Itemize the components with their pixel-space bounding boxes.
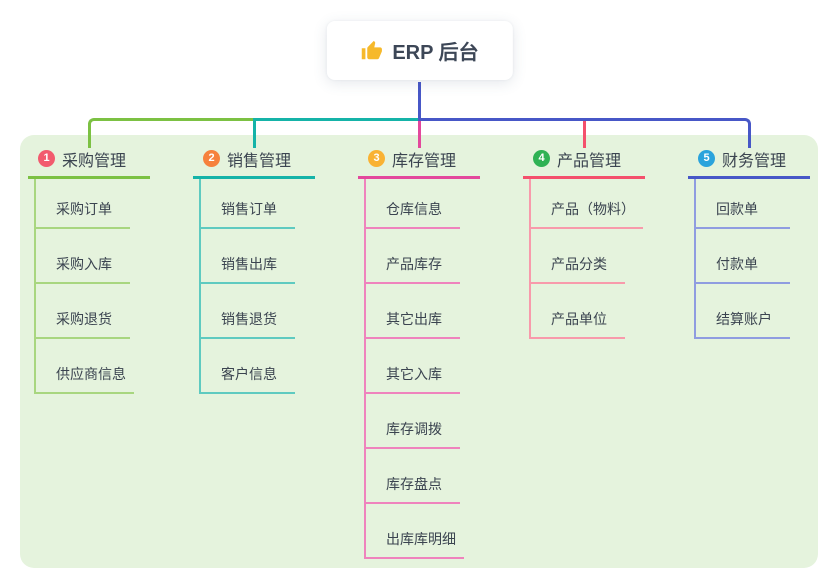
node-label: 供应商信息 — [56, 366, 126, 382]
node-label: 其它入库 — [386, 366, 442, 382]
node-label: 采购入库 — [56, 256, 112, 272]
root-node[interactable]: ERP 后台 — [326, 21, 513, 80]
mindmap-node[interactable]: 库存调拨 — [366, 394, 460, 449]
branch-number-badge: 5 — [698, 150, 715, 167]
mindmap-node[interactable]: 销售出库 — [201, 229, 295, 284]
branch-number-badge: 2 — [203, 150, 220, 167]
mindmap-node[interactable]: 采购入库 — [36, 229, 130, 284]
node-label: 结算账户 — [716, 311, 772, 327]
mindmap-node[interactable]: 产品分类 — [531, 229, 625, 284]
node-label: 库存盘点 — [386, 476, 442, 492]
thumbs-up-icon — [360, 40, 382, 62]
mindmap-node[interactable]: 供应商信息 — [36, 339, 134, 394]
branch-header-5[interactable]: 5 财务管理 — [688, 147, 810, 179]
branch-items: 采购订单采购入库采购退货供应商信息 — [34, 179, 134, 394]
node-label: 仓库信息 — [386, 201, 442, 217]
node-label: 销售退货 — [221, 311, 277, 327]
branch-header-2[interactable]: 2 销售管理 — [193, 147, 315, 179]
node-label: 采购退货 — [56, 311, 112, 327]
branch-items: 仓库信息产品库存其它出库其它入库库存调拨库存盘点出库库明细 — [364, 179, 464, 559]
mindmap-node[interactable]: 客户信息 — [201, 339, 295, 394]
mindmap-node[interactable]: 出库库明细 — [366, 504, 464, 559]
mindmap-node[interactable]: 仓库信息 — [366, 179, 460, 229]
branch-label: 库存管理 — [392, 152, 457, 170]
branch-label: 销售管理 — [227, 152, 292, 170]
branch-label: 产品管理 — [557, 152, 622, 170]
node-label: 其它出库 — [386, 311, 442, 327]
mindmap-node[interactable]: 其它入库 — [366, 339, 460, 394]
node-label: 产品单位 — [551, 311, 607, 327]
node-label: 销售订单 — [221, 201, 277, 217]
branch-header-3[interactable]: 3 库存管理 — [358, 147, 480, 179]
branch-column-3: 3 库存管理仓库信息产品库存其它出库其它入库库存调拨库存盘点出库库明细 — [358, 147, 480, 559]
branch-items: 回款单付款单结算账户 — [694, 179, 790, 339]
node-label: 销售出库 — [221, 256, 277, 272]
mindmap-node[interactable]: 付款单 — [696, 229, 790, 284]
branch-number-badge: 3 — [368, 150, 385, 167]
node-label: 客户信息 — [221, 366, 277, 382]
branch-items: 销售订单销售出库销售退货客户信息 — [199, 179, 295, 394]
mindmap-node[interactable]: 采购退货 — [36, 284, 130, 339]
branch-header-1[interactable]: 1 采购管理 — [28, 147, 150, 179]
connector-root-stem — [418, 82, 421, 121]
mindmap-node[interactable]: 产品（物料） — [531, 179, 643, 229]
branch-number-badge: 1 — [38, 150, 55, 167]
mindmap-node[interactable]: 销售退货 — [201, 284, 295, 339]
branch-column-4: 4 产品管理产品（物料） 产品分类产品单位 — [523, 147, 645, 339]
mindmap-node[interactable]: 结算账户 — [696, 284, 790, 339]
branch-column-2: 2 销售管理销售订单销售出库销售退货客户信息 — [193, 147, 315, 394]
branch-number-badge: 4 — [533, 150, 550, 167]
mindmap-node[interactable]: 产品单位 — [531, 284, 625, 339]
branch-column-5: 5 财务管理回款单付款单结算账户 — [688, 147, 810, 339]
node-label: 产品分类 — [551, 256, 607, 272]
node-label: 库存调拨 — [386, 421, 442, 437]
branch-label: 采购管理 — [62, 152, 127, 170]
branches-panel — [20, 135, 818, 568]
branch-label: 财务管理 — [722, 152, 787, 170]
mindmap-node[interactable]: 销售订单 — [201, 179, 295, 229]
node-label: 回款单 — [716, 201, 758, 217]
node-label: 产品（物料） — [551, 201, 635, 217]
node-label: 出库库明细 — [386, 531, 456, 547]
node-label: 产品库存 — [386, 256, 442, 272]
node-label: 采购订单 — [56, 201, 112, 217]
mindmap-node[interactable]: 产品库存 — [366, 229, 460, 284]
mindmap-node[interactable]: 库存盘点 — [366, 449, 460, 504]
branch-header-4[interactable]: 4 产品管理 — [523, 147, 645, 179]
root-label: ERP 后台 — [392, 42, 479, 64]
mindmap-node[interactable]: 回款单 — [696, 179, 790, 229]
node-label: 付款单 — [716, 256, 758, 272]
branch-column-1: 1 采购管理采购订单采购入库采购退货供应商信息 — [28, 147, 150, 394]
mindmap-node[interactable]: 采购订单 — [36, 179, 130, 229]
branch-items: 产品（物料） 产品分类产品单位 — [529, 179, 643, 339]
mindmap-node[interactable]: 其它出库 — [366, 284, 460, 339]
